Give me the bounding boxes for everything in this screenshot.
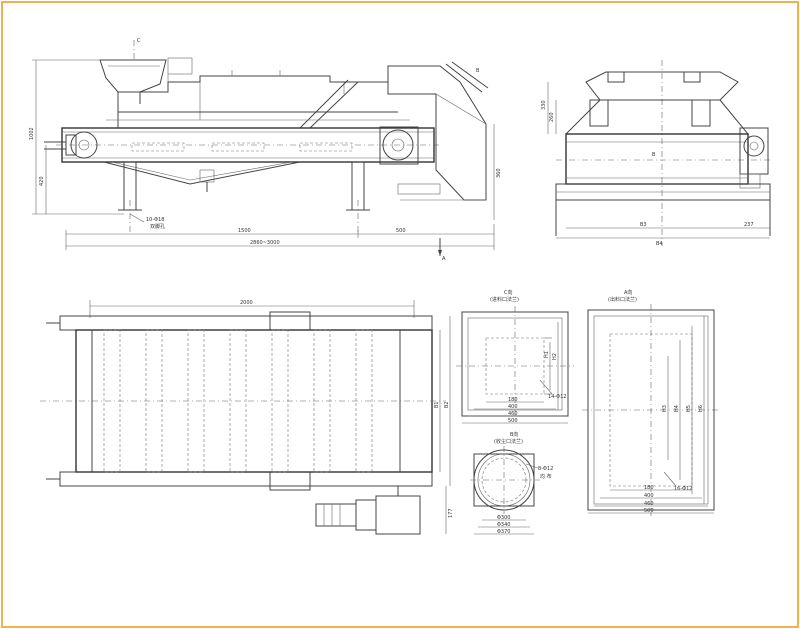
dim-length: 2860~3000	[250, 240, 280, 246]
view-a-h6: H6	[698, 405, 704, 412]
arrow-b-label: B	[476, 68, 480, 74]
view-c-holes: 14-Φ12	[548, 394, 566, 400]
end-dim-237: 237	[744, 222, 754, 228]
view-c-h1: H1	[544, 351, 550, 358]
end-dim-260: 260	[549, 112, 555, 122]
view-c: C向 (进料口法兰) H1 H2 14-Φ12 180 400 460 500	[456, 289, 574, 424]
view-b-holes-note: 均 布	[540, 473, 552, 480]
plan-dim-2000: 2000	[240, 300, 253, 306]
view-c-h2: H2	[552, 353, 558, 360]
dim-right-height: 360	[496, 168, 502, 178]
plan-dim-b1: B1	[434, 401, 440, 408]
view-b-dim-340: Φ340	[497, 522, 510, 528]
view-b-holes: 8-Φ12	[538, 466, 553, 472]
view-c-dim-400: 400	[508, 404, 518, 410]
plan-dim-b2: B2	[444, 401, 450, 408]
view-b: B向 (收尘口法兰) 8-Φ12 均 布 Φ300 Φ340 Φ370	[470, 431, 553, 535]
view-a-h3: H3	[662, 405, 668, 412]
view-a-holes: 16-Φ12	[674, 486, 692, 492]
view-a: A向 (出料口法兰) H3 H4 H5 H6 16-Φ12 180 400 46…	[582, 289, 720, 516]
hole-note: 10-Φ18	[146, 217, 164, 223]
view-b-subtitle: (收尘口法兰)	[494, 438, 523, 445]
view-c-dim-180: 180	[508, 397, 518, 403]
view-b-dim-300: Φ300	[497, 515, 510, 521]
view-c-title: C向	[504, 289, 513, 296]
view-c-dim-500: 500	[508, 418, 518, 424]
view-a-title: A向	[624, 289, 632, 296]
dim-500: 500	[396, 228, 406, 234]
view-c-dim-460: 460	[508, 411, 518, 417]
plan-view: 2000 B1 B2 177	[40, 300, 454, 535]
hole-note-2: 双脚孔	[150, 223, 165, 230]
arrow-a-label: A	[442, 256, 446, 262]
end-dim-b3: B3	[640, 222, 647, 228]
dim-1500: 1500	[238, 228, 251, 234]
view-a-dim-180: 180	[644, 485, 654, 491]
end-dim-b4: B4	[656, 241, 663, 247]
end-dim-330: 330	[541, 100, 547, 110]
view-b-title: B向	[510, 431, 518, 438]
dim-height-total: 1002	[29, 127, 35, 140]
view-a-dim-500: 500	[644, 508, 654, 514]
view-b-dim-370: Φ370	[497, 529, 510, 535]
view-a-h5: H5	[686, 405, 692, 412]
view-a-dim-460: 460	[644, 501, 654, 507]
view-a-subtitle: (出料口法兰)	[608, 296, 637, 303]
plan-dim-177: 177	[448, 508, 454, 518]
side-view: C	[29, 38, 502, 262]
section-mark-c: C	[137, 38, 141, 44]
dim-axis-height: 420	[39, 176, 45, 186]
view-a-dim-400: 400	[644, 493, 654, 499]
end-dim-b: B	[652, 152, 656, 158]
view-a-h4: H4	[674, 405, 680, 412]
view-c-subtitle: (进料口法兰)	[490, 296, 519, 303]
end-view: 330 260 B B3 237 B4	[541, 60, 771, 247]
